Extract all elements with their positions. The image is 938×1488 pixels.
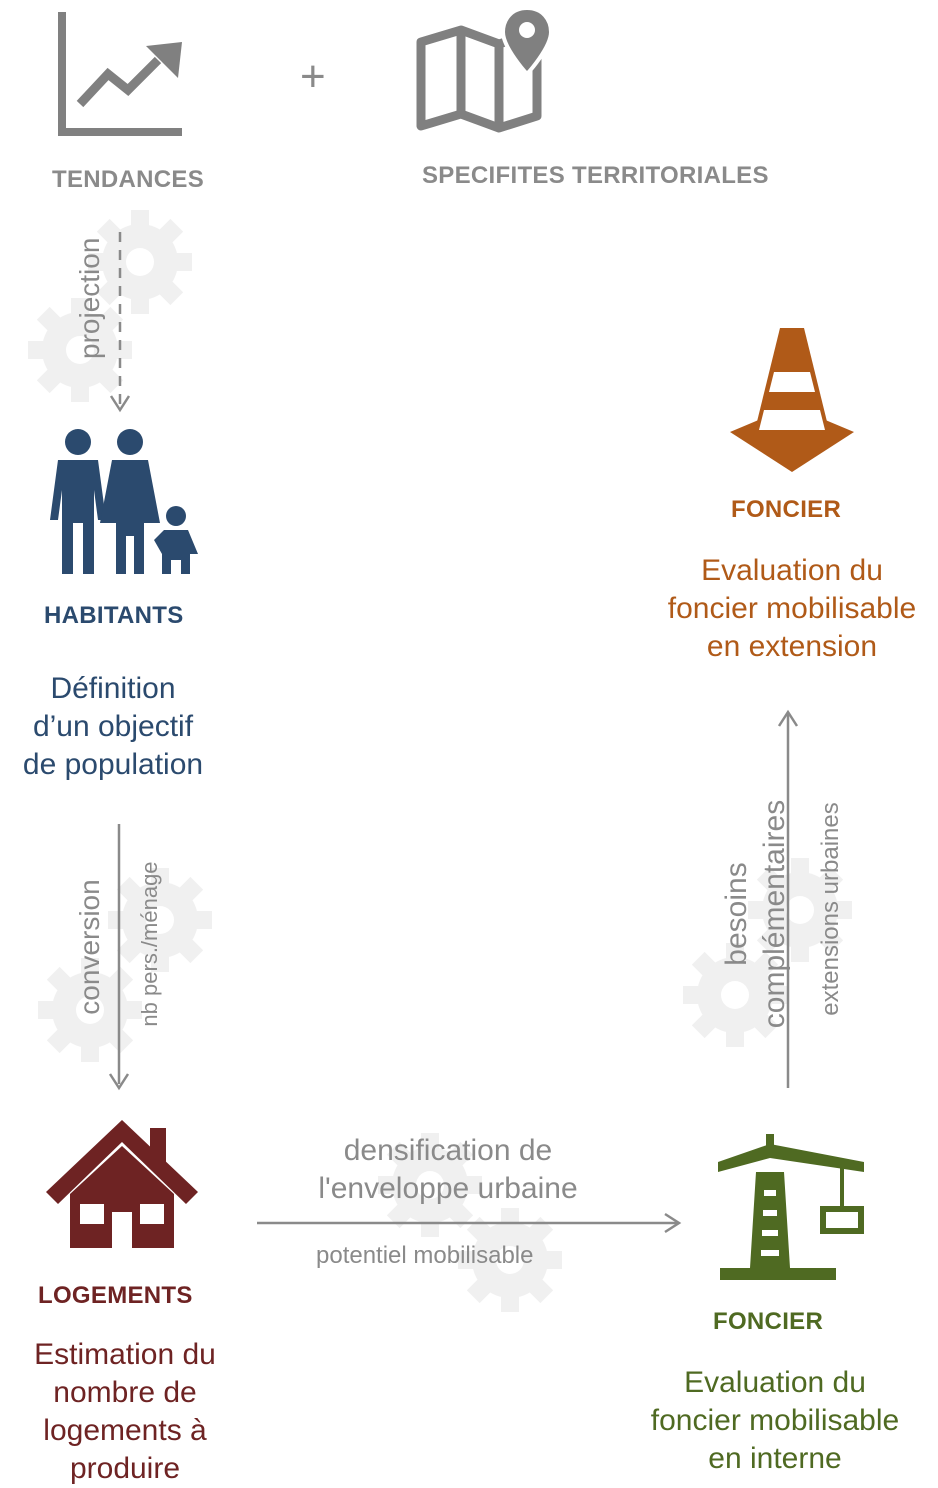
desc-line: Estimation du — [34, 1338, 216, 1371]
desc-line: d’un objectif — [32, 710, 194, 743]
family-icon — [50, 429, 198, 574]
desc-line: en extension — [706, 630, 878, 663]
specifites-label: SPECIFITES TERRITORIALES — [422, 162, 769, 189]
label-line: besoins — [720, 862, 753, 966]
logements-title: LOGEMENTS — [38, 1282, 193, 1309]
desc-line: l'enveloppe urbaine — [318, 1172, 578, 1205]
potentiel-label: potentiel mobilisable — [316, 1242, 534, 1269]
foncier-extension-title: FONCIER — [731, 496, 842, 523]
desc-line: logements à — [43, 1414, 207, 1447]
extensions-urbaines-label: extensions urbaines — [817, 802, 844, 1016]
logements-description: Estimation du nombre de logements à prod… — [12, 1336, 238, 1488]
conversion-arrow — [108, 824, 130, 1091]
trend-chart-icon — [58, 12, 182, 136]
projection-arrow — [109, 232, 131, 413]
foncier-interne-description: Evaluation du foncier mobilisable en int… — [632, 1364, 918, 1478]
label-line: complémentaires — [758, 799, 791, 1029]
desc-line: en interne — [708, 1442, 842, 1475]
conversion-label: conversion — [74, 879, 105, 1015]
tendances-label: TENDANCES — [52, 166, 205, 193]
projection-label: projection — [74, 237, 105, 359]
densification-label: densification de l'enveloppe urbaine — [270, 1132, 626, 1208]
desc-line: foncier mobilisable — [650, 1404, 900, 1437]
desc-line: Définition — [50, 672, 176, 705]
densification-arrow — [257, 1212, 682, 1234]
plus-sign: + — [300, 52, 326, 101]
house-icon — [46, 1120, 198, 1248]
foncier-extension-description: Evaluation du foncier mobilisable en ext… — [650, 552, 934, 666]
habitants-title: HABITANTS — [44, 602, 184, 629]
desc-line: Evaluation du — [701, 554, 883, 587]
besoins-label: besoins complémentaires — [718, 786, 794, 1042]
habitants-description: Définition d’un objectif de population — [2, 670, 224, 784]
desc-line: densification de — [343, 1134, 553, 1167]
foncier-interne-title: FONCIER — [713, 1308, 824, 1335]
crane-icon — [718, 1134, 864, 1280]
desc-line: foncier mobilisable — [667, 592, 917, 625]
traffic-cone-icon — [730, 328, 854, 472]
desc-line: Evaluation du — [684, 1366, 866, 1399]
nb-pers-label: nb pers./ménage — [137, 861, 162, 1027]
desc-line: produire — [69, 1452, 181, 1485]
desc-line: de population — [22, 748, 204, 781]
map-pin-icon — [416, 5, 554, 133]
extension-arrow — [777, 709, 799, 1088]
desc-line: nombre de — [53, 1376, 197, 1409]
